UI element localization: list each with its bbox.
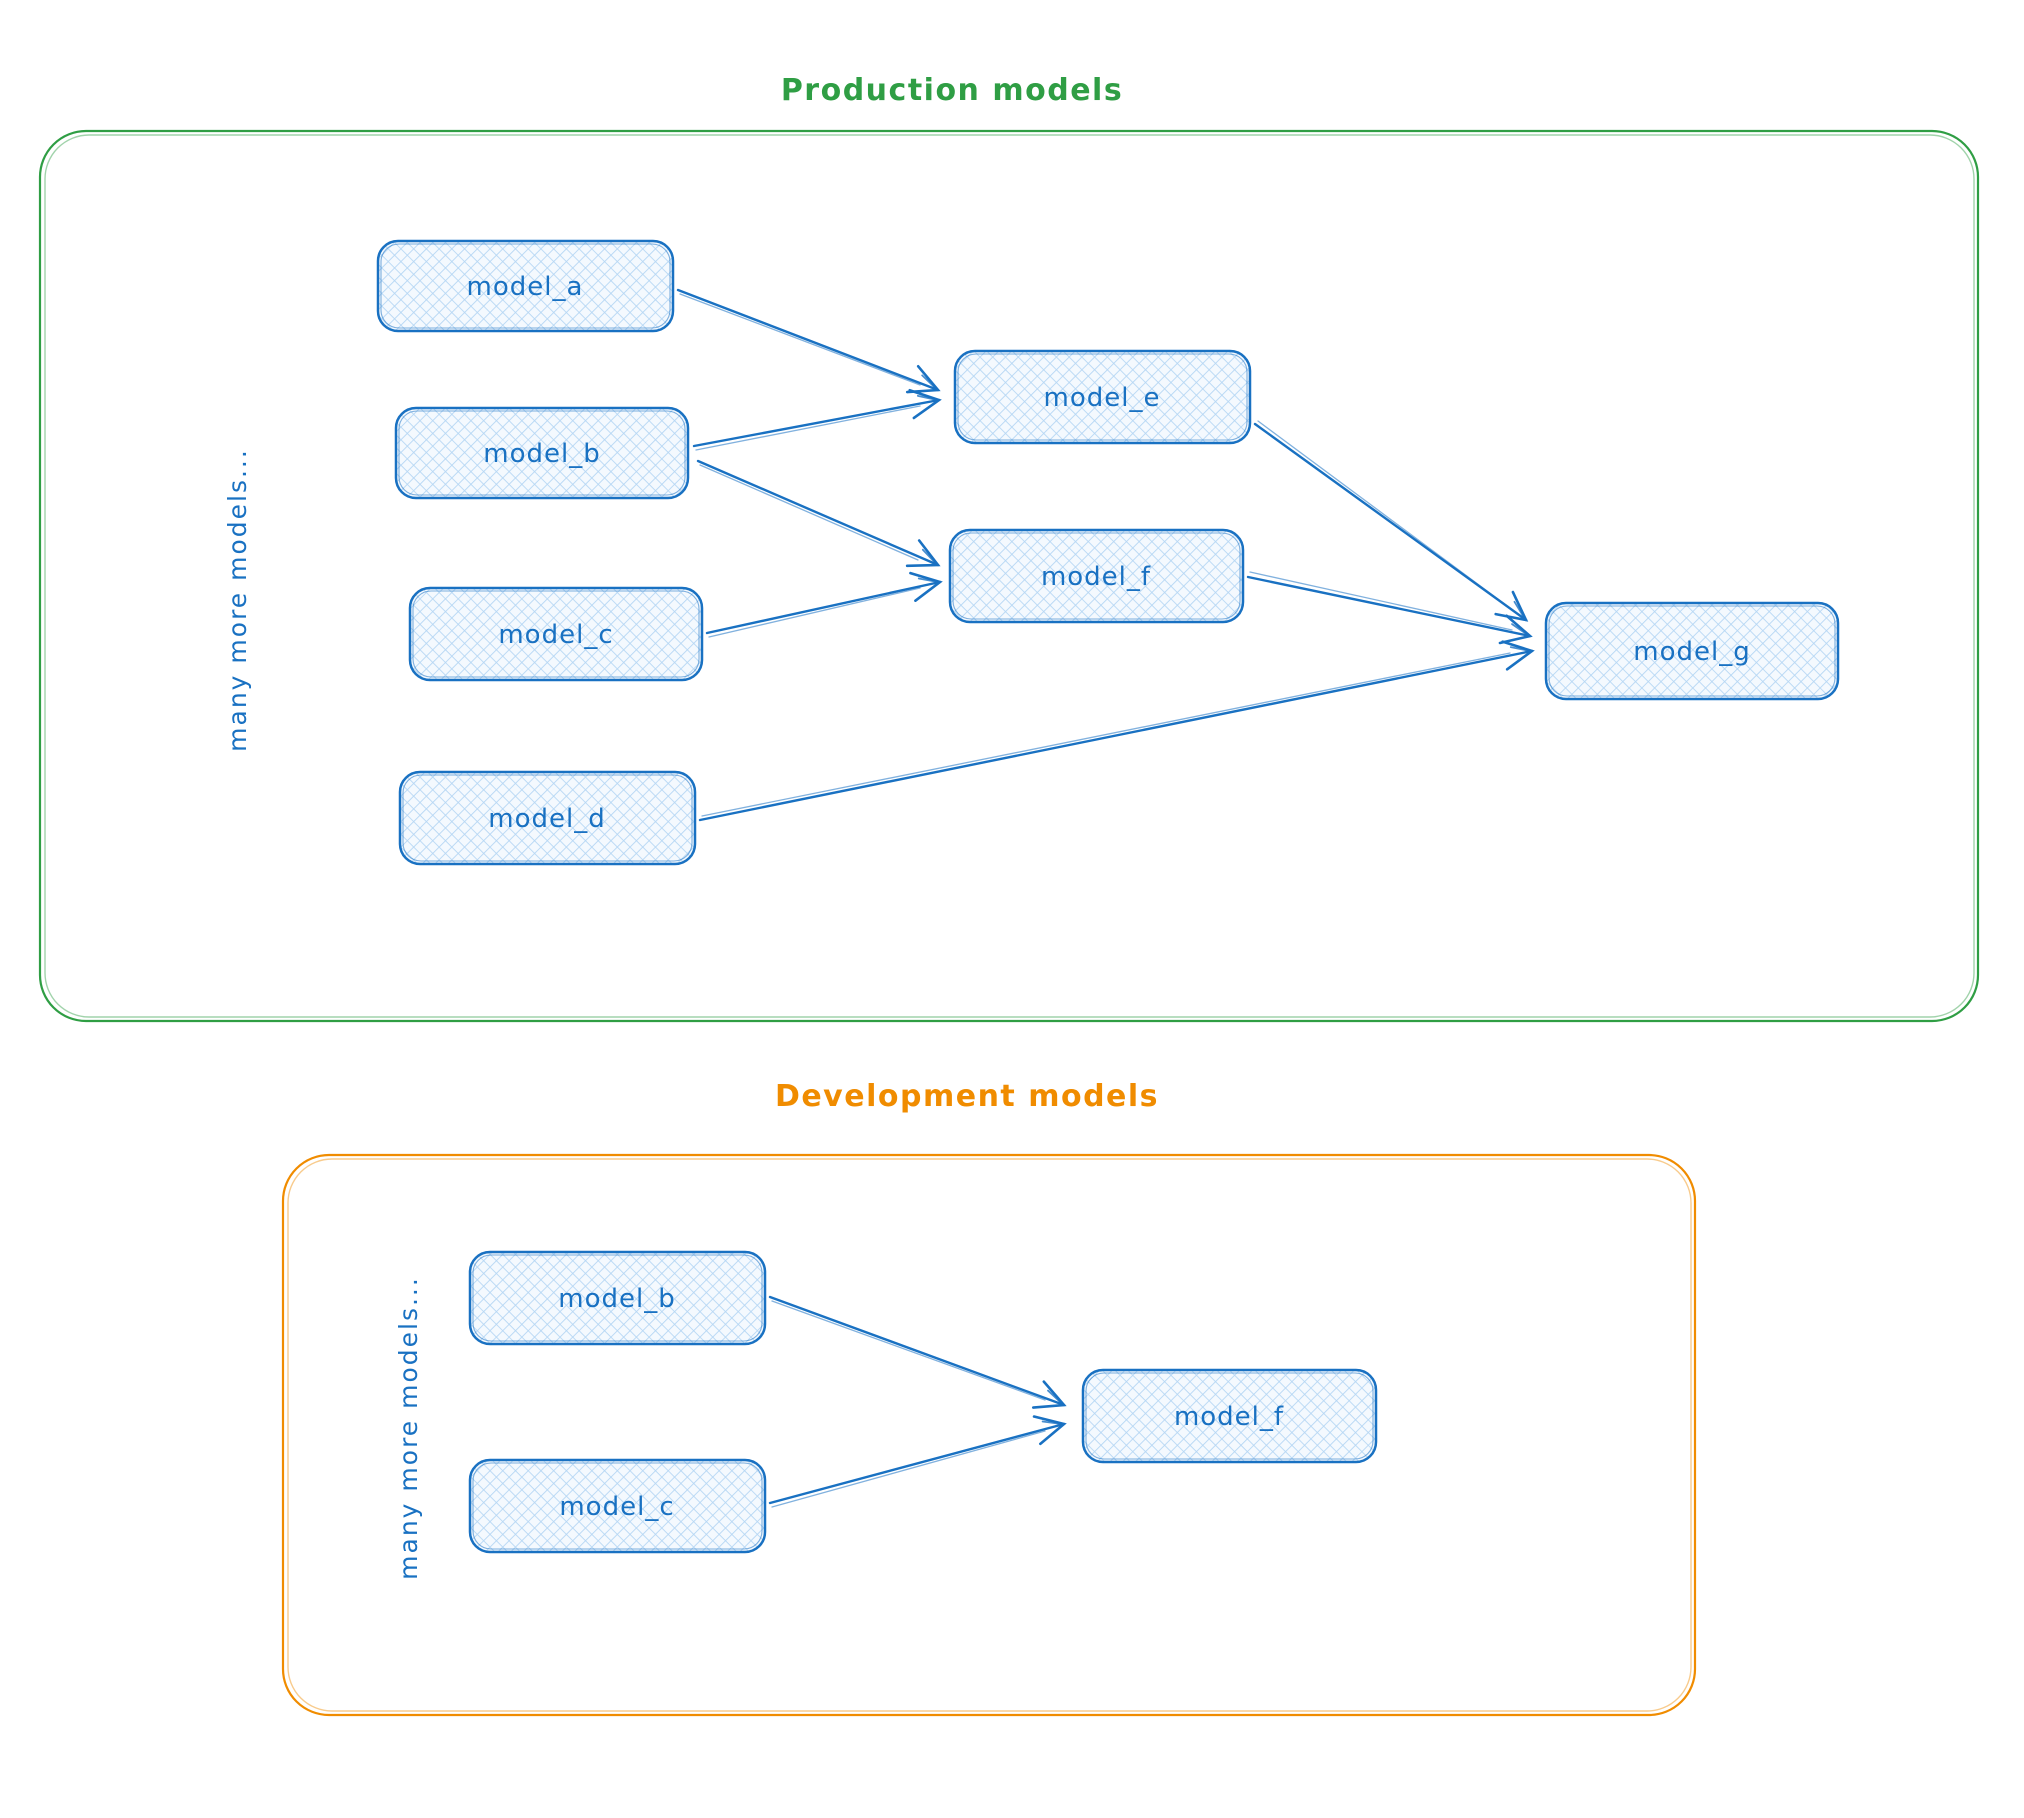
dev-edge-model-b-to-model-f — [768, 1295, 1067, 1409]
edge-model-e-to-model-g — [1253, 420, 1529, 622]
dev-node-model-b: model_b — [468, 1250, 767, 1346]
production-section-title: Production models — [781, 73, 1123, 108]
node-label: model_f — [1041, 562, 1151, 592]
node-label: model_e — [1044, 383, 1161, 413]
edge-model-a-to-model-e — [676, 288, 941, 394]
node-label: model_f — [1174, 1402, 1284, 1432]
production-frame — [38, 129, 1980, 1023]
production-side-note: many more models... — [223, 448, 252, 752]
node-label: model_c — [559, 1492, 674, 1522]
prod-node-model-g: model_g — [1544, 601, 1840, 701]
prod-node-model-b: model_b — [394, 406, 690, 500]
development-frame — [281, 1153, 1697, 1717]
node-label: model_b — [558, 1284, 675, 1314]
edge-model-d-to-model-g — [698, 640, 1535, 822]
dev-node-model-f: model_f — [1081, 1368, 1378, 1464]
prod-node-model-e: model_e — [953, 349, 1252, 445]
dev-node-model-c: model_c — [468, 1458, 767, 1554]
dev-edge-model-c-to-model-f — [768, 1415, 1067, 1508]
prod-node-model-d: model_d — [398, 770, 697, 866]
node-label: model_a — [467, 272, 584, 302]
edge-model-b-to-model-e — [692, 388, 942, 451]
edge-model-b-to-model-f — [696, 459, 941, 568]
node-label: model_g — [1633, 637, 1750, 667]
node-label: model_d — [488, 804, 605, 834]
edge-model-f-to-model-g — [1246, 571, 1533, 645]
node-label: model_c — [498, 620, 613, 650]
prod-node-model-c: model_c — [408, 586, 704, 682]
node-label: model_b — [483, 439, 600, 469]
development-section-title: Development models — [775, 1079, 1159, 1114]
edge-model-c-to-model-f — [705, 571, 943, 638]
development-side-note: many more models... — [394, 1276, 423, 1580]
prod-node-model-f: model_f — [948, 528, 1245, 624]
prod-node-model-a: model_a — [376, 239, 675, 333]
